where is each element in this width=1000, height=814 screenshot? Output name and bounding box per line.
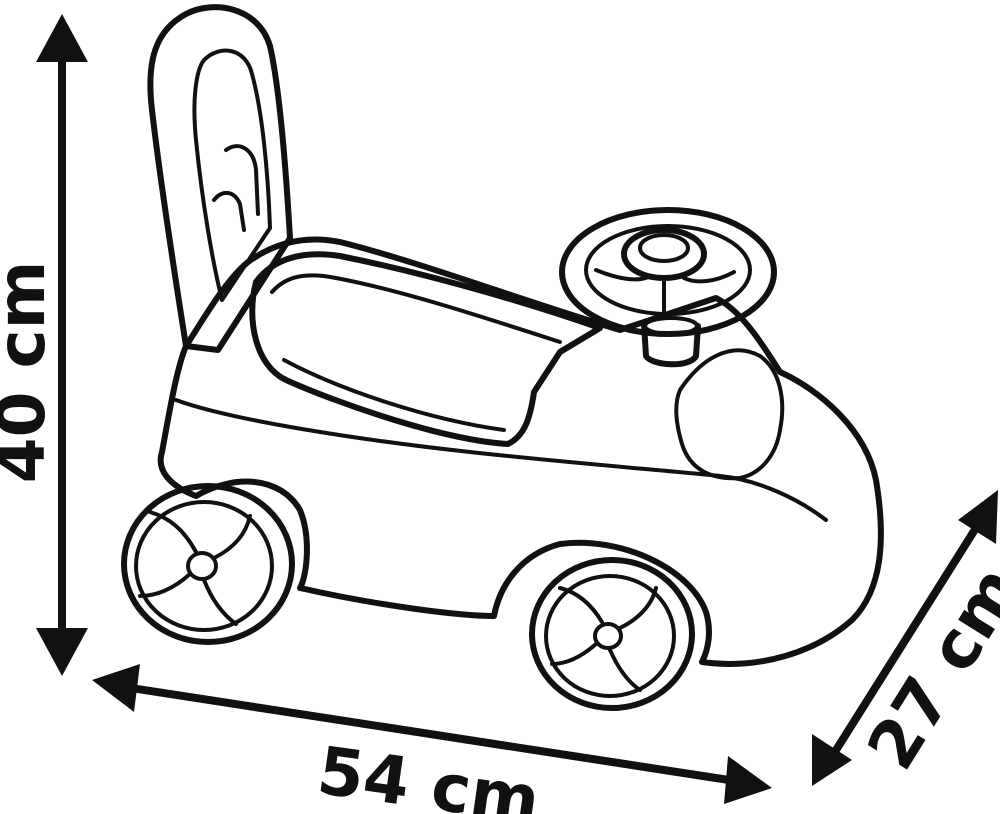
width-arrow-head-top — [958, 490, 998, 544]
width-arrow-shaft — [822, 508, 990, 770]
seat — [249, 251, 603, 447]
rear-wheel-icon — [121, 483, 295, 645]
height-label: 40 cm — [0, 261, 60, 484]
steering-column — [641, 316, 701, 368]
steering-wheel-icon — [559, 207, 777, 337]
front-wheel-icon — [529, 557, 695, 711]
height-arrow-head-top — [36, 14, 88, 62]
car-body — [157, 236, 884, 667]
height-dimension-arrow — [36, 14, 88, 676]
height-arrow-head-bottom — [36, 628, 88, 676]
hood — [674, 348, 785, 481]
length-arrow-shaft — [114, 682, 746, 786]
length-dimension-arrow — [92, 664, 772, 804]
length-arrow-head-left — [92, 664, 140, 712]
length-arrow-head-right — [724, 756, 772, 804]
width-dimension-arrow — [812, 490, 998, 786]
ride-on-car-icon — [121, 4, 884, 711]
width-arrow-head-bottom — [812, 734, 852, 786]
